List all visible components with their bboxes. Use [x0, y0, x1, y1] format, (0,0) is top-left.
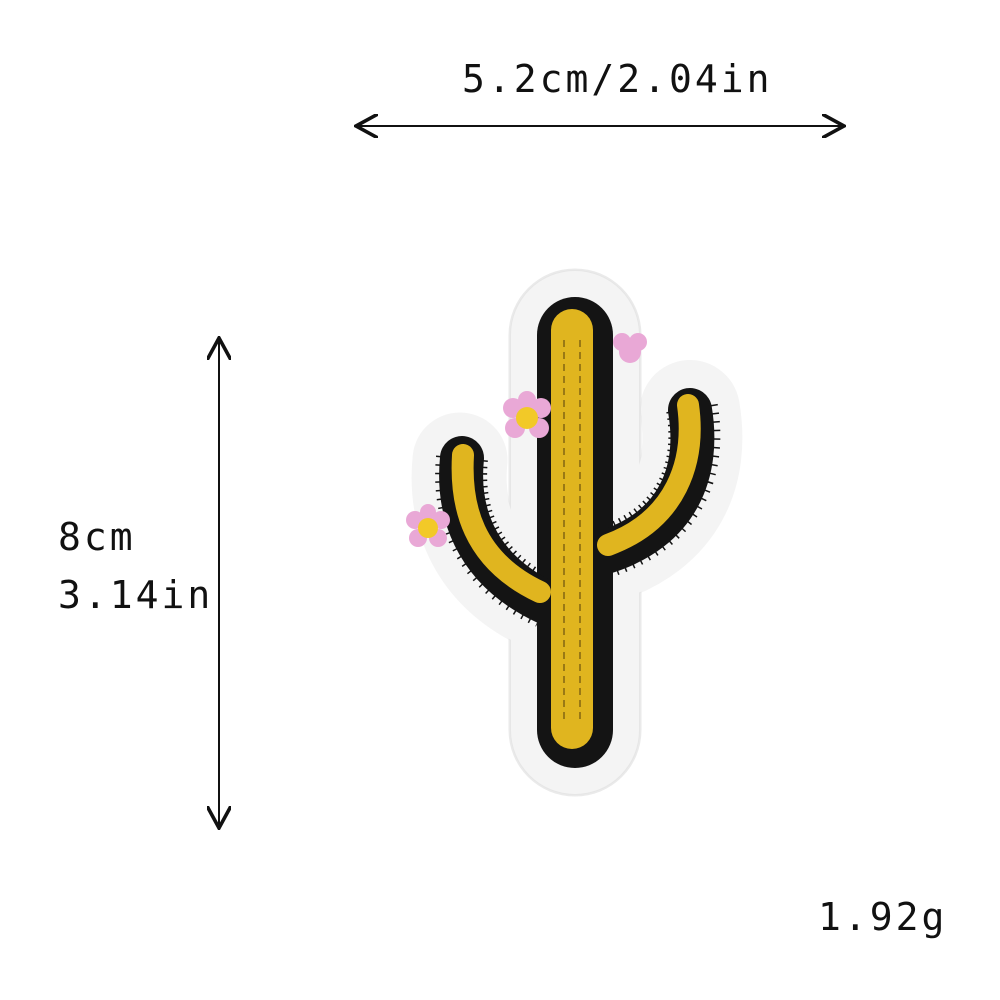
flower-middle	[503, 391, 551, 438]
flower-left	[406, 504, 450, 547]
cactus-ribs	[563, 340, 581, 722]
flower-top-right	[613, 333, 647, 363]
cactus-body	[451, 309, 701, 749]
height-in-label: 3.14in	[58, 573, 214, 617]
width-label: 5.2cm/2.04in	[462, 57, 773, 101]
cactus-patch-icon	[406, 268, 743, 797]
height-cm-label: 8cm	[58, 515, 136, 559]
weight-label: 1.92g	[818, 895, 948, 939]
